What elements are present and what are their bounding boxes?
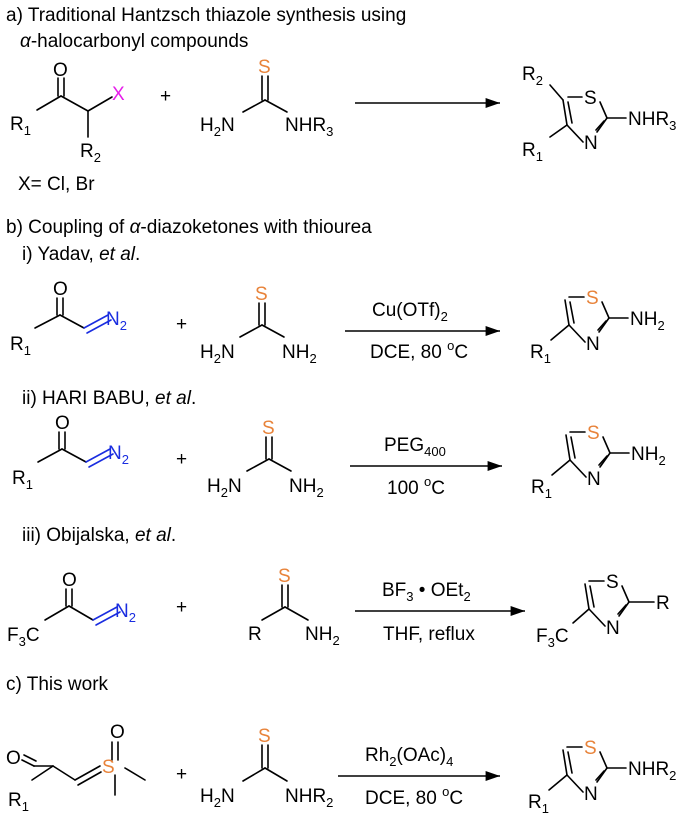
group-h2n: H2N [200, 115, 235, 139]
atom-sulfur: S [587, 423, 600, 444]
thiazole-product-a: S N NHR3 R2 R1 [522, 64, 676, 164]
group-r1: R1 [8, 790, 29, 814]
group-r: R [656, 593, 670, 614]
atom-nitrogen: N [606, 618, 620, 639]
conditions-c-bottom: DCE, 80 oC [365, 784, 463, 809]
atom-oxygen: O [53, 60, 68, 81]
group-nhr3: NHR3 [628, 109, 676, 133]
group-nh2: NH2 [631, 444, 666, 468]
group-nh2: NH2 [630, 309, 665, 333]
alpha-halocarbonyl-structure: O X R1 R2 [10, 60, 125, 165]
atom-sulfur: S [586, 288, 599, 309]
plus-sign: + [160, 86, 171, 107]
atom-sulfur: S [258, 726, 271, 747]
plus-sign: + [176, 449, 187, 470]
group-nhr2: NHR2 [628, 759, 676, 783]
trifluoromethyl-diazoketone-structure: O F3C N2 [7, 570, 136, 649]
group-nh2: NH2 [305, 624, 340, 648]
group-nhr2: NHR2 [285, 786, 333, 810]
atom-oxygen: O [110, 722, 125, 743]
atom-sulfur: S [258, 57, 271, 78]
diazoketone-structure: O R1 N2 [12, 413, 129, 492]
group-r1: R1 [10, 334, 31, 358]
plus-sign: + [176, 764, 187, 785]
thiazole-product-b-iii: S N R F3C [536, 572, 670, 650]
group-r: R [248, 624, 262, 645]
group-r1: R1 [10, 114, 31, 138]
conditions-i-top: Cu(OTf)2 [372, 300, 448, 324]
atom-sulfur: S [584, 738, 597, 759]
thiourea-structure: S H2N NH2 [207, 418, 324, 500]
conditions-ii-bottom: 100 oC [387, 474, 445, 499]
diazoketone-structure: O R1 N2 [10, 279, 127, 358]
atom-halogen-x: X [112, 84, 125, 105]
atom-oxygen: O [53, 279, 68, 300]
plus-sign: + [176, 597, 187, 618]
atom-nitrogen: N [587, 469, 601, 490]
section-c-heading: c) This work [6, 674, 109, 695]
thioamide-structure: S R NH2 [248, 566, 340, 648]
conditions-iii-top: BF3 • OEt2 [382, 580, 471, 604]
substituted-thiourea-structure: S H2N NHR3 [200, 57, 333, 139]
atom-nitrogen: N [584, 133, 598, 154]
group-nhr3: NHR3 [285, 115, 333, 139]
atom-sulfur: S [584, 88, 597, 109]
section-a-heading: a) Traditional Hantzsch thiazole synthes… [6, 5, 406, 26]
conditions-ii-top: PEG400 [384, 435, 446, 459]
section-b-heading: b) Coupling of α-diazoketones with thiou… [6, 217, 372, 238]
atom-sulfur: S [606, 572, 619, 593]
diazo-group: N2 [108, 443, 129, 467]
diazo-group: N2 [115, 601, 136, 625]
atom-sulfur: S [278, 566, 291, 587]
group-r1: R1 [531, 477, 552, 501]
conditions-iii-bottom: THF, reflux [383, 624, 475, 645]
group-h2n: H2N [200, 786, 235, 810]
x-definition: X= Cl, Br [18, 174, 95, 195]
thiourea-structure: S H2N NH2 [200, 284, 317, 366]
substituted-thiourea-structure: S H2N NHR2 [200, 726, 333, 810]
thiazole-product-b-ii: S N NH2 R1 [531, 423, 666, 501]
group-r1: R1 [530, 342, 551, 366]
group-r1: R1 [522, 140, 543, 164]
atom-sulfur: S [262, 418, 275, 439]
conditions-c-top: Rh2(OAc)4 [365, 745, 453, 769]
atom-sulfur: S [255, 284, 268, 305]
section-a-heading-line2: α-halocarbonyl compounds [20, 31, 248, 52]
conditions-i-bottom: DCE, 80 oC [370, 338, 468, 363]
plus-sign: + [176, 314, 187, 335]
group-h2n: H2N [207, 476, 242, 500]
thiazole-product-c: S N NHR2 R1 [528, 738, 676, 816]
group-r2: R2 [522, 64, 543, 88]
group-r2: R2 [80, 141, 101, 165]
sulfoxonium-ylide-structure: O S O R1 [6, 722, 146, 814]
group-nh2: NH2 [282, 342, 317, 366]
atom-nitrogen: N [586, 334, 600, 355]
entry-ii-label: ii) HARI BABU, et al. [22, 388, 196, 409]
group-f3c: F3C [7, 625, 40, 649]
atom-sulfur: S [102, 757, 115, 778]
entry-iii-label: iii) Obijalska, et al. [22, 525, 176, 546]
atom-oxygen: O [6, 748, 21, 769]
group-nh2: NH2 [289, 476, 324, 500]
atom-oxygen: O [62, 570, 77, 591]
group-r1: R1 [528, 792, 549, 816]
atom-nitrogen: N [584, 784, 598, 805]
atom-oxygen: O [55, 413, 70, 434]
group-f3c: F3C [536, 626, 569, 650]
group-h2n: H2N [200, 342, 235, 366]
thiazole-product-b-i: S N NH2 R1 [530, 288, 665, 366]
entry-i-label: i) Yadav, et al. [22, 244, 140, 265]
group-r1: R1 [12, 468, 33, 492]
diazo-group: N2 [106, 309, 127, 333]
